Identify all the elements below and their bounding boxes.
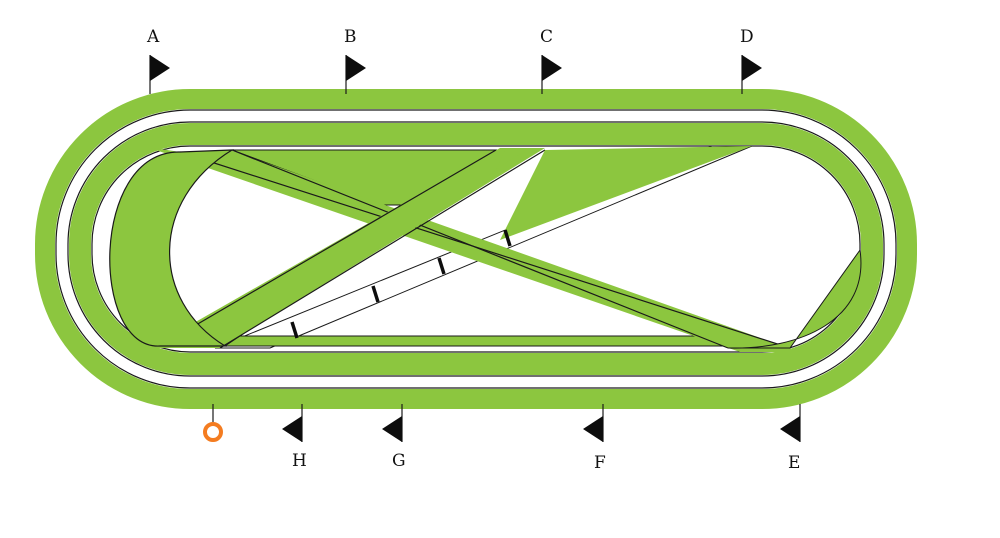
furlong-tick [371, 285, 380, 303]
start-marker[interactable] [203, 404, 223, 442]
flag-label: B [344, 27, 357, 47]
flag-label: F [594, 453, 606, 473]
inner-track-surface [69, 123, 883, 375]
flag-right-icon [542, 55, 562, 81]
flag-label: A [146, 27, 160, 47]
outer-track-surface [35, 89, 917, 409]
flag-right-icon [150, 55, 170, 81]
flag-label: G [392, 451, 406, 471]
bottom-flags: H G F E [282, 404, 801, 473]
flag-e[interactable]: E [780, 404, 801, 473]
flag-a[interactable]: A [146, 27, 170, 94]
inner-track-rail-outer [67, 121, 885, 377]
furlong-tick [290, 321, 299, 339]
flag-right-icon [742, 55, 762, 81]
infield-tracks [109, 145, 862, 352]
flag-f[interactable]: F [583, 404, 606, 473]
flag-left-icon [583, 416, 603, 442]
flag-label: D [740, 27, 754, 47]
flag-h[interactable]: H [282, 404, 307, 471]
flag-left-icon [282, 416, 302, 442]
infield-diagonal-2-edge-a [219, 149, 546, 349]
infield-diagonal-2 [150, 148, 545, 348]
flag-label: E [788, 453, 800, 473]
flag-g[interactable]: G [382, 404, 406, 471]
flag-left-icon [382, 416, 402, 442]
flag-b[interactable]: B [344, 27, 366, 94]
furlong-tick [503, 229, 512, 247]
infield-left-turn [109, 149, 235, 347]
flag-right-icon [346, 55, 366, 81]
infield-diagonal-2-edge-b [159, 149, 497, 347]
flag-label: C [540, 27, 553, 47]
flag-c[interactable]: C [540, 27, 562, 94]
infield-bottom-band [223, 335, 726, 347]
flag-left-icon [780, 416, 800, 442]
ring-marker-icon [203, 422, 223, 442]
furlong-tick [437, 257, 446, 275]
outer-track-rail-inner [55, 109, 897, 389]
infield-diagonal-1 [150, 148, 800, 352]
infield-right-lower-turn [727, 248, 862, 349]
infield-right-upper-turn [496, 150, 545, 170]
flag-label: H [292, 451, 307, 471]
flag-d[interactable]: D [740, 27, 762, 94]
top-flags: A B C D [146, 27, 762, 94]
furlong-ticks [290, 229, 512, 339]
infield-diagonal-1-edge-b [179, 151, 791, 349]
infield-right-turn [500, 146, 752, 240]
